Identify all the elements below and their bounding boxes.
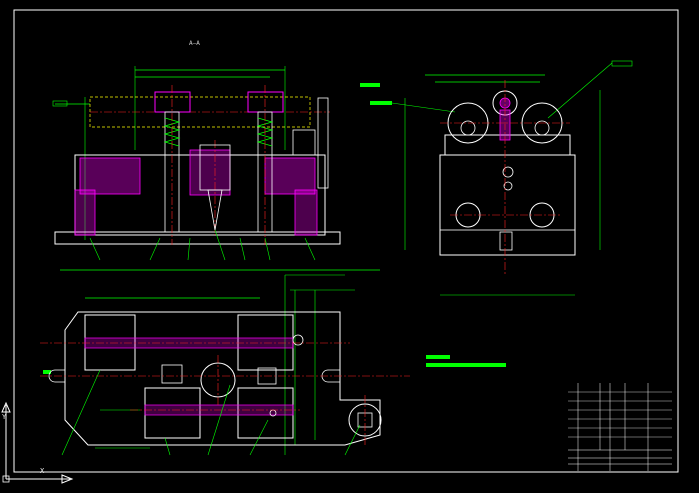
ucs-icon (1, 401, 74, 484)
screw-head-right (247, 91, 284, 113)
side-view[interactable] (360, 60, 633, 296)
hatched-section-left (79, 157, 141, 195)
plan-view[interactable] (40, 269, 506, 456)
ucs-x-label: X (40, 467, 45, 475)
leader-line (344, 424, 361, 456)
base-plate (54, 231, 341, 245)
roller-left-inner (460, 120, 476, 136)
leader-line (187, 237, 191, 261)
note-label (360, 83, 380, 87)
bore-hole-top (502, 166, 514, 178)
slot-left (48, 369, 65, 383)
note-label (43, 370, 51, 374)
side-bracket (317, 97, 329, 189)
bore-hole-small (503, 181, 513, 191)
side-base (439, 229, 576, 256)
section-label: A—A (189, 40, 200, 47)
side-stub (499, 231, 513, 251)
hatched-wall-left (74, 189, 96, 236)
hatched-section-middle (189, 149, 231, 196)
hatched-section-right (264, 157, 316, 195)
leader-line (89, 237, 101, 261)
leader-line (249, 419, 269, 456)
side-body (439, 154, 576, 256)
screw-head-left (154, 91, 191, 113)
leader-line (239, 237, 246, 261)
leader-line (61, 369, 101, 456)
hatched-wall-right (294, 189, 318, 236)
leader-line (304, 237, 316, 261)
clamp-tip (207, 189, 223, 231)
leader-line (164, 437, 171, 456)
note-label (426, 355, 450, 359)
pin-hole (292, 334, 304, 346)
ucs-y-label: Y (2, 413, 7, 421)
square-pocket (161, 364, 183, 384)
note-label (370, 101, 392, 105)
leader-line (207, 384, 231, 456)
note-label (426, 363, 506, 367)
side-top (444, 134, 571, 156)
note-label (52, 100, 68, 107)
motor-block (292, 129, 316, 156)
plan-outline (64, 311, 381, 446)
leader-line (547, 62, 613, 119)
note-label (611, 60, 633, 67)
roller-right-inner (534, 120, 550, 136)
leader-line (264, 237, 271, 261)
leader-line (149, 237, 161, 261)
drawing-frame (13, 9, 679, 473)
leader-line (391, 102, 456, 113)
title-block-grid[interactable] (568, 383, 672, 471)
leader-line (214, 229, 226, 261)
round-flange (348, 403, 382, 437)
front-section-view[interactable] (52, 66, 341, 261)
